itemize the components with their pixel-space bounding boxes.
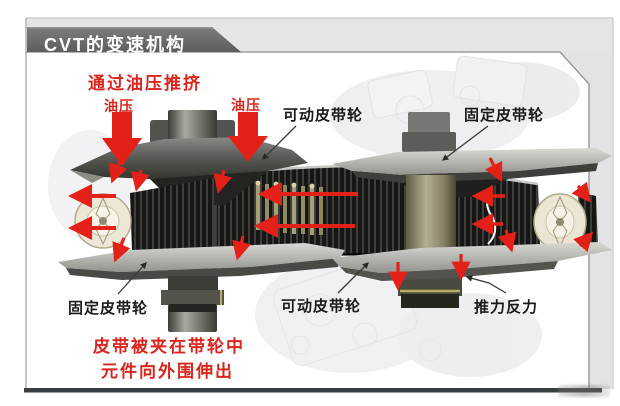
belt-note-line2: 元件向外围伸出 <box>101 362 234 381</box>
right-shaft <box>398 175 462 308</box>
small-arrows-left <box>109 157 251 263</box>
clamp-force-arrows-right <box>471 185 505 235</box>
small-arrows-right <box>388 157 594 291</box>
left-hub <box>161 276 224 312</box>
oil-pressure-arrows <box>102 112 268 166</box>
right-movable-sheave <box>332 242 612 273</box>
oil-pressure-label-right: 油压 <box>231 97 261 113</box>
label-thrust-reaction: 推力反力 <box>474 299 539 316</box>
card-frame <box>24 17 614 393</box>
belt-note-line1: 皮带被夹在带轮中 <box>93 337 245 356</box>
label-movable-pulley-top: 可动皮带轮 <box>283 107 364 124</box>
force-arrows <box>68 157 594 291</box>
leader-lines <box>117 125 507 295</box>
right-fixed-sheave <box>332 148 612 175</box>
bottom-rule <box>24 388 602 393</box>
leader-thrust <box>465 275 507 294</box>
leader-fixed-bottom <box>117 262 147 295</box>
belt-direction-arrows <box>254 182 358 238</box>
label-fixed-pulley-top: 固定皮带轮 <box>464 107 545 124</box>
leader-movable-bottom <box>337 262 369 294</box>
oil-pressure-label-left: 油压 <box>104 98 134 114</box>
oil-arrow-left-icon <box>102 112 142 166</box>
leader-fixed-top <box>441 125 489 161</box>
title-banner-shape <box>27 27 241 52</box>
oil-pressure-note: 通过油压推挤 <box>88 74 202 93</box>
label-movable-pulley-bottom: 可动皮带轮 <box>281 298 362 315</box>
watermark <box>558 385 610 397</box>
clamp-force-arrows-left <box>68 184 116 240</box>
oil-arrow-right-icon <box>228 112 268 162</box>
leader-movable-top <box>262 125 297 160</box>
right-pulley-assembly <box>332 112 612 308</box>
label-fixed-pulley-bottom: 固定皮带轮 <box>68 300 149 317</box>
spring-pack <box>255 180 323 235</box>
belt-wrap-left <box>130 178 214 250</box>
page-title: CVT的变速机构 <box>44 35 186 55</box>
